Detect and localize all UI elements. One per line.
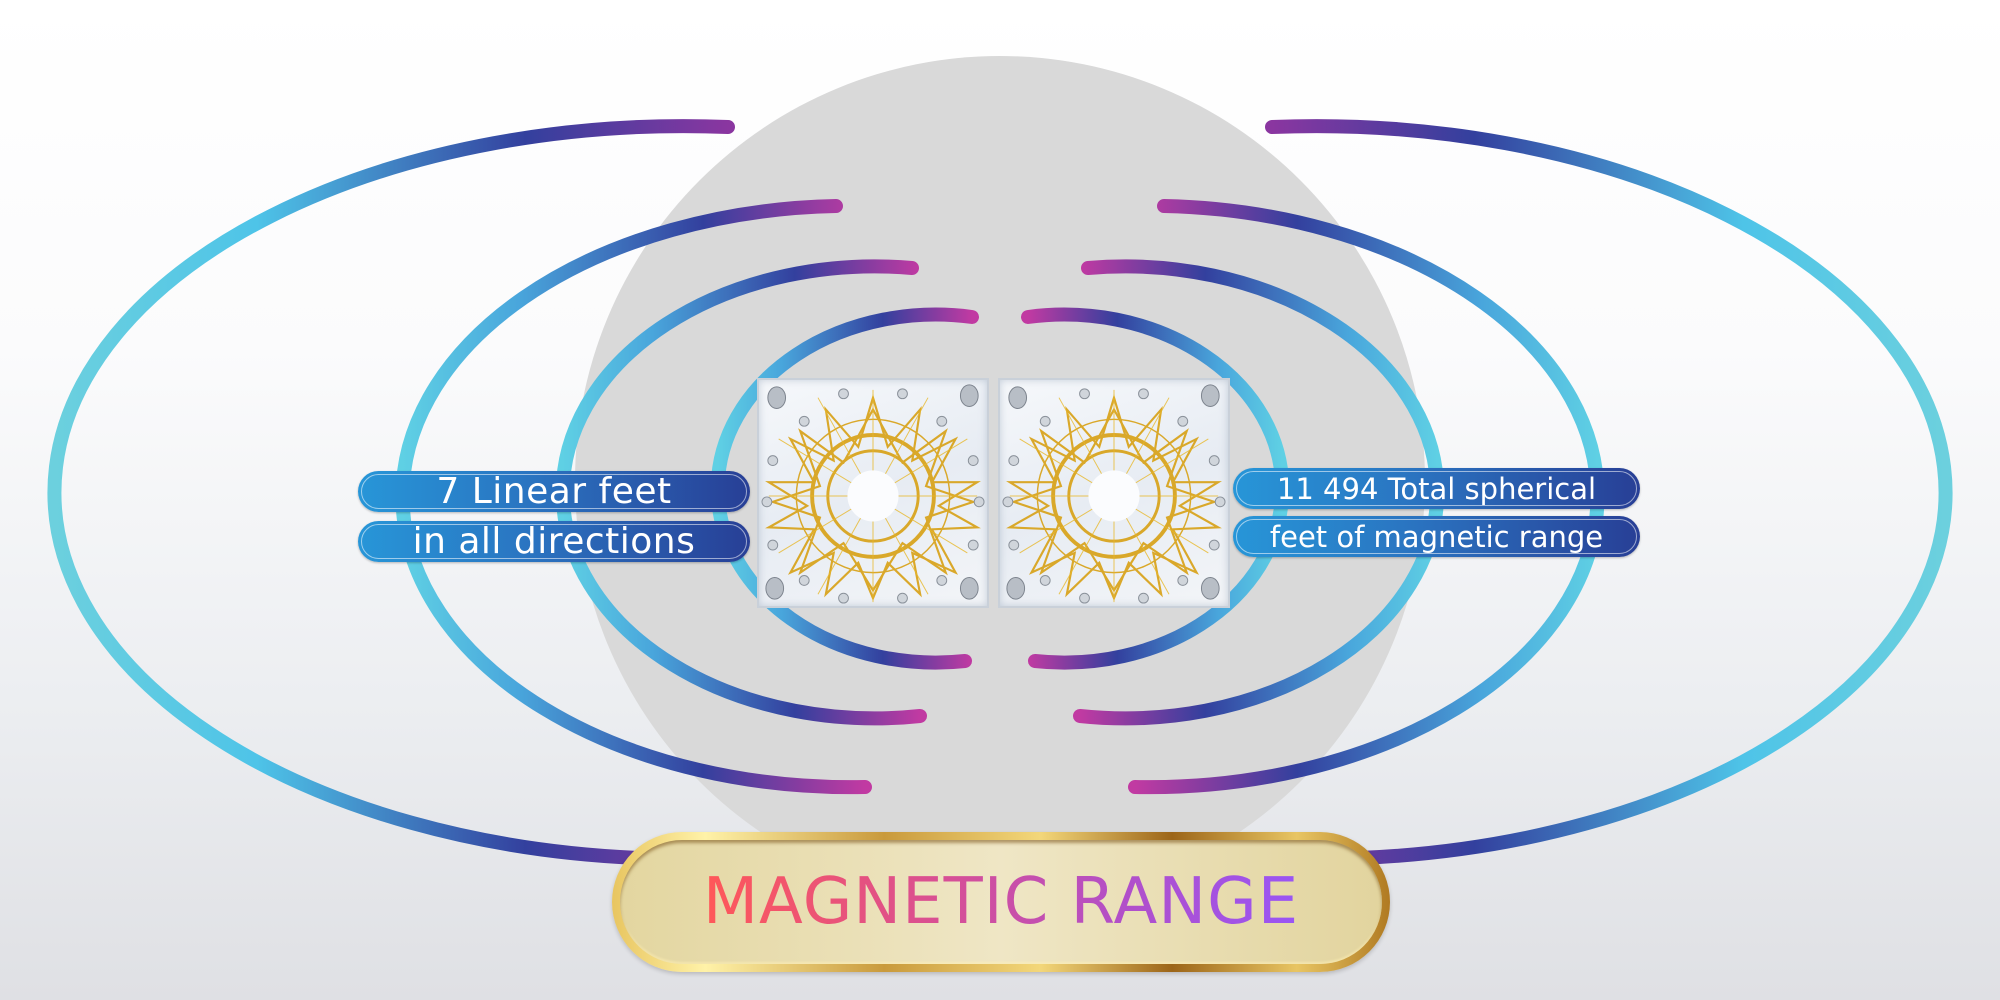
label-all-directions: in all directions bbox=[358, 521, 750, 562]
device-image-left bbox=[757, 378, 989, 608]
title-banner: MAGNETIC RANGE bbox=[612, 832, 1390, 972]
page-title: MAGNETIC RANGE bbox=[702, 865, 1300, 939]
gold-star-coil-icon bbox=[761, 384, 985, 604]
label-linear-feet-text: 7 Linear feet bbox=[436, 471, 672, 512]
gold-star-coil-icon bbox=[1002, 384, 1226, 604]
label-linear-feet: 7 Linear feet bbox=[358, 471, 750, 512]
field-arc-right-4 bbox=[1265, 119, 1953, 865]
label-magnetic-range-feet: feet of magnetic range bbox=[1233, 516, 1640, 557]
title-banner-inner: MAGNETIC RANGE bbox=[620, 840, 1382, 964]
field-arc-left-4 bbox=[47, 119, 735, 865]
label-magnetic-range-feet-text: feet of magnetic range bbox=[1269, 519, 1604, 554]
label-total-spherical-text: 11 494 Total spherical bbox=[1276, 471, 1597, 506]
label-total-spherical: 11 494 Total spherical bbox=[1233, 468, 1640, 509]
label-all-directions-text: in all directions bbox=[412, 521, 696, 562]
device-image-right bbox=[998, 378, 1230, 608]
